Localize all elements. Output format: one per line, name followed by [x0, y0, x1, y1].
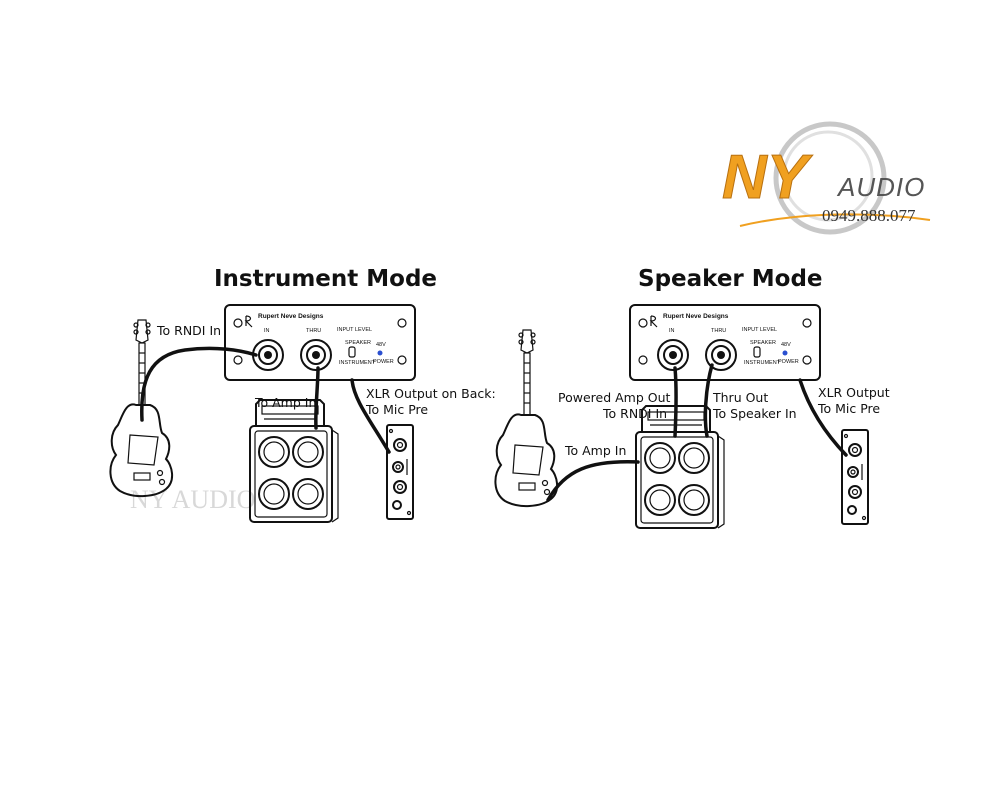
instrument-mode-panel: Instrument Mode Rupert Neve Designs IN T…: [109, 266, 496, 523]
jack-thru-label: THRU: [711, 328, 726, 334]
input-level-label: INPUT LEVEL: [742, 327, 777, 333]
logo-suffix: AUDIO: [836, 172, 925, 202]
logo-phone: 0949.888.077: [822, 206, 916, 225]
mic-pre-icon: [386, 424, 414, 520]
speaker-mode-panel: Speaker Mode Rupert Neve Designs IN THRU…: [494, 266, 890, 529]
label-xlr-line1: XLR Output on Back:: [366, 386, 496, 401]
label-to-amp-in: To Amp In: [564, 443, 626, 458]
switch-speaker-label: SPEAKER: [750, 340, 776, 346]
switch-instrument-label: INSTRUMENT: [339, 360, 376, 366]
cable-guitar-to-amp: [546, 460, 640, 502]
phantom-label: 48V: [781, 342, 791, 348]
rndi-device: Rupert Neve Designs IN THRU INPUT LEVEL …: [224, 304, 416, 381]
power-label: POWER: [373, 359, 394, 365]
input-level-label: INPUT LEVEL: [337, 327, 372, 333]
mic-pre-icon: [841, 429, 869, 525]
amp-stack-icon: [249, 399, 339, 523]
bass-guitar-icon: [494, 329, 559, 508]
jack-thru-label: THRU: [306, 328, 321, 334]
power-label: POWER: [778, 359, 799, 365]
jack-in-label: IN: [669, 328, 675, 334]
rndi-device-speaker: Rupert Neve Designs IN THRU INPUT LEVEL …: [629, 304, 821, 381]
watermark: NY AUDIO: [130, 485, 255, 514]
cable-thru-to-amp: [314, 366, 320, 430]
logo-brand: NY: [722, 143, 814, 212]
switch-speaker-label: SPEAKER: [345, 340, 371, 346]
label-to-rndi-in: To RNDI In: [156, 323, 221, 338]
cable-xlr-to-micpre: [798, 378, 848, 457]
label-thru-line1: Thru Out: [712, 390, 768, 405]
instrument-mode-title: Instrument Mode: [214, 266, 437, 292]
rnd-logo-icon: [649, 315, 658, 328]
rnd-logo-icon: [244, 315, 253, 328]
speaker-mode-title: Speaker Mode: [638, 266, 823, 292]
cable-amp-out-to-rndi: [673, 366, 678, 438]
jack-in-icon: [657, 339, 689, 371]
label-powered-line2: To RNDI In: [602, 406, 667, 421]
label-thru-line2: To Speaker In: [712, 406, 797, 421]
level-switch-icon: [753, 346, 761, 358]
label-xlr-line2: To Mic Pre: [365, 402, 428, 417]
power-led-icon: [377, 350, 383, 356]
jack-thru-icon: [300, 339, 332, 371]
power-led-icon: [782, 350, 788, 356]
cable-guitar-to-rndi: [140, 346, 258, 422]
level-switch-icon: [348, 346, 356, 358]
ny-audio-logo: NY AUDIO 0949.888.077: [722, 121, 931, 235]
cable-xlr-to-micpre: [350, 378, 391, 454]
switch-instrument-label: INSTRUMENT: [744, 360, 781, 366]
jack-thru-icon: [705, 339, 737, 371]
device-brand: Rupert Neve Designs: [258, 313, 324, 320]
label-to-amp-in: To Amp In: [254, 395, 316, 410]
device-brand: Rupert Neve Designs: [663, 313, 729, 320]
label-xlr-line2: To Mic Pre: [817, 401, 880, 416]
phantom-label: 48V: [376, 342, 386, 348]
cable-thru-to-speaker: [703, 363, 714, 438]
label-powered-line1: Powered Amp Out: [558, 390, 671, 405]
jack-in-label: IN: [264, 328, 270, 334]
amp-stack-icon: [635, 405, 725, 529]
label-xlr-line1: XLR Output: [818, 385, 890, 400]
